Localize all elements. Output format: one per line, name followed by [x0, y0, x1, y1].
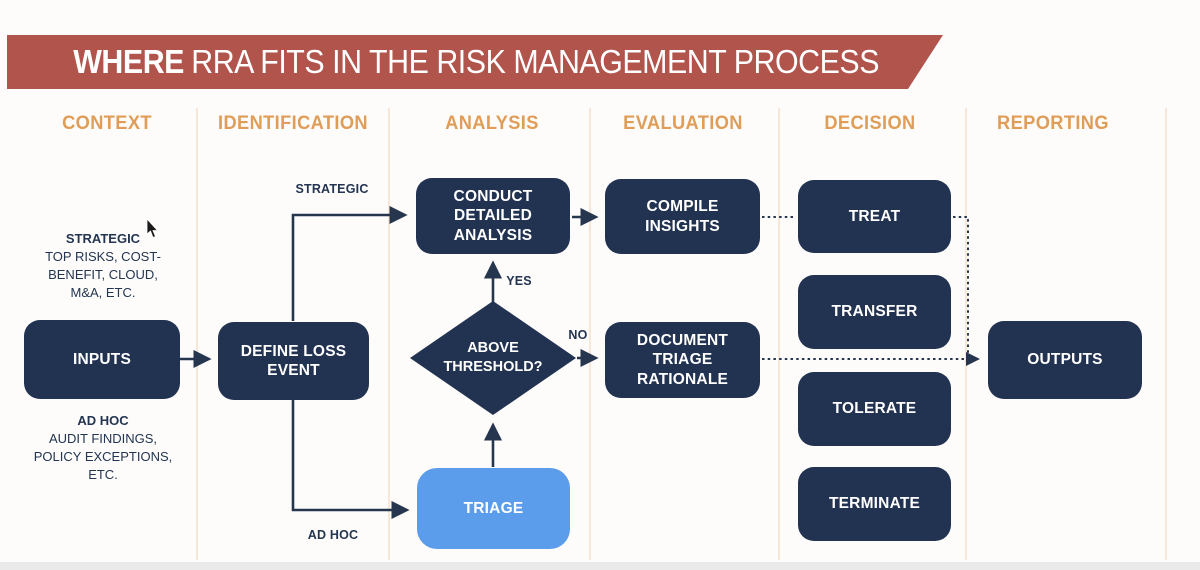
context-adhoc-line: POLICY EXCEPTIONS, [33, 449, 173, 464]
node-document-triage-rationale: DOCUMENT TRIAGE RATIONALE [605, 322, 760, 398]
bottom-edge-bar [0, 562, 1200, 570]
node-define-loss-event: DEFINE LOSS EVENT [218, 322, 369, 400]
column-header-context: CONTEXT [62, 113, 152, 134]
edge-label-adhoc: AD HOC [307, 528, 359, 542]
decision-above-threshold: ABOVE THRESHOLD? [410, 301, 576, 415]
node-compile-insights: COMPILE INSIGHTS [605, 179, 760, 254]
context-adhoc-note: AD HOC AUDIT FINDINGS, POLICY EXCEPTIONS… [8, 412, 198, 484]
node-outputs: OUTPUTS [988, 321, 1142, 399]
context-strategic-line: TOP RISKS, COST- [45, 249, 161, 264]
context-strategic-note: STRATEGIC TOP RISKS, COST- BENEFIT, CLOU… [8, 230, 198, 302]
page-title-rest: RRA FITS IN THE RISK MANAGEMENT PROCESS [191, 43, 880, 80]
edge-label-yes: YES [506, 274, 532, 288]
context-strategic-line: M&A, ETC. [70, 285, 136, 300]
column-header-evaluation: EVALUATION [623, 113, 743, 134]
column-separator [778, 108, 780, 560]
node-treat: TREAT [798, 180, 951, 253]
node-inputs: INPUTS [24, 320, 180, 399]
node-tolerate: TOLERATE [798, 372, 951, 446]
context-adhoc-line: ETC. [88, 467, 118, 482]
edge-label-strategic: STRATEGIC [295, 182, 369, 196]
column-separator [196, 108, 198, 560]
column-header-analysis: ANALYSIS [445, 113, 539, 134]
column-header-reporting: REPORTING [997, 113, 1109, 134]
context-adhoc-heading: AD HOC [77, 413, 129, 428]
column-header-decision: DECISION [824, 113, 916, 134]
context-adhoc-line: AUDIT FINDINGS, [48, 431, 158, 446]
column-separator [1165, 108, 1167, 560]
context-strategic-line: BENEFIT, CLOUD, [48, 267, 158, 282]
mouse-cursor-icon [146, 219, 159, 239]
node-terminate: TERMINATE [798, 467, 951, 541]
column-separator [388, 108, 390, 560]
page-title-bold: WHERE [73, 43, 184, 80]
context-strategic-heading: STRATEGIC [65, 231, 141, 246]
node-triage: TRIAGE [417, 468, 570, 549]
column-separator [965, 108, 967, 560]
column-separator [589, 108, 591, 560]
node-transfer: TRANSFER [798, 275, 951, 349]
column-header-identification: IDENTIFICATION [218, 113, 368, 134]
edge-label-no: NO [568, 328, 588, 342]
node-conduct-detailed-analysis: CONDUCT DETAILED ANALYSIS [416, 178, 570, 254]
